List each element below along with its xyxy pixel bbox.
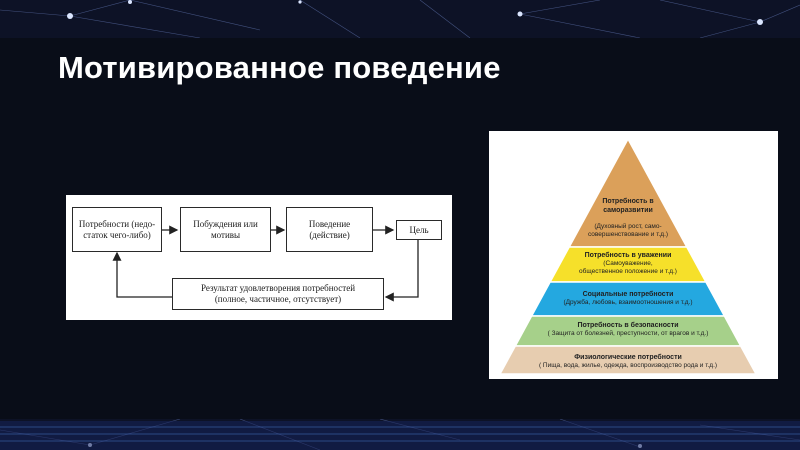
self-development-heading-line2: саморазвитии <box>603 207 653 214</box>
pyramid-level-self-development: Потребность в саморазвитии (Духовный рос… <box>563 197 693 239</box>
arrow-result-to-needs <box>112 251 172 298</box>
behavior-box-line2: (действие) <box>309 229 350 240</box>
pyramid-level-physiological: Физиологические потребности ( Пища, вода… <box>503 353 753 370</box>
slide-title: Мотивированное поведение <box>58 50 501 85</box>
flow-arrows <box>112 225 419 302</box>
urges-box-line2: мотивы <box>210 229 241 240</box>
behavior-box: Поведение (действие) <box>286 207 373 252</box>
result-box-line1: Результат удовлетворения потребностей <box>200 283 356 293</box>
safety-heading: Потребность в безопасности <box>577 322 679 329</box>
self-development-detail-line2: совершенствование и т.д.) <box>587 231 669 238</box>
pyramid-level-esteem: Потребность в уважении (Самоуважение, об… <box>553 251 703 276</box>
needs-box-line2: статок чего-либо) <box>83 229 151 240</box>
urges-box: Побуждения или мотивы <box>180 207 271 252</box>
pyramid-level-social: Социальные потребности (Дружба, любовь, … <box>543 290 713 307</box>
physiological-heading: Физиологические потребности <box>574 354 682 361</box>
social-detail: (Дружба, любовь, взаимоотношения и т.д.) <box>563 299 693 306</box>
esteem-detail-line1: (Самоуважение, <box>603 260 653 267</box>
physiological-detail: ( Пища, вода, жилье, одежда, воспроизвод… <box>538 362 718 369</box>
goal-box-label: Цель <box>409 224 429 235</box>
self-development-heading-line1: Потребность в <box>602 198 654 205</box>
pyramid-graphic <box>498 137 758 375</box>
esteem-heading: Потребность в уважении <box>584 252 672 259</box>
motivation-flow-diagram: Потребности (недо- статок чего-либо) Поб… <box>66 195 452 320</box>
behavior-box-line1: Поведение <box>308 218 351 229</box>
goal-box: Цель <box>396 220 442 240</box>
safety-detail: ( Защита от болезней, преступности, от в… <box>547 330 709 337</box>
needs-box: Потребности (недо- статок чего-либо) <box>72 207 162 252</box>
social-heading: Социальные потребности <box>582 291 674 298</box>
arrow-goal-to-result <box>384 240 419 302</box>
urges-box-line1: Побуждения или <box>193 218 258 229</box>
pyramid-band-physiological <box>498 345 758 375</box>
self-development-detail-line1: (Духовный рост, само- <box>594 223 662 230</box>
result-box: Результат удовлетворения потребностей (п… <box>172 278 384 310</box>
result-box-line2: (полное, частичное, отсутствует) <box>214 294 342 304</box>
esteem-detail-line2: общественное положение и т.д.) <box>579 268 677 275</box>
needs-box-line1: Потребности (недо- <box>78 218 156 229</box>
needs-pyramid: Потребность в саморазвитии (Духовный рос… <box>489 131 778 379</box>
pyramid-level-safety: Потребность в безопасности ( Защита от б… <box>523 321 733 338</box>
